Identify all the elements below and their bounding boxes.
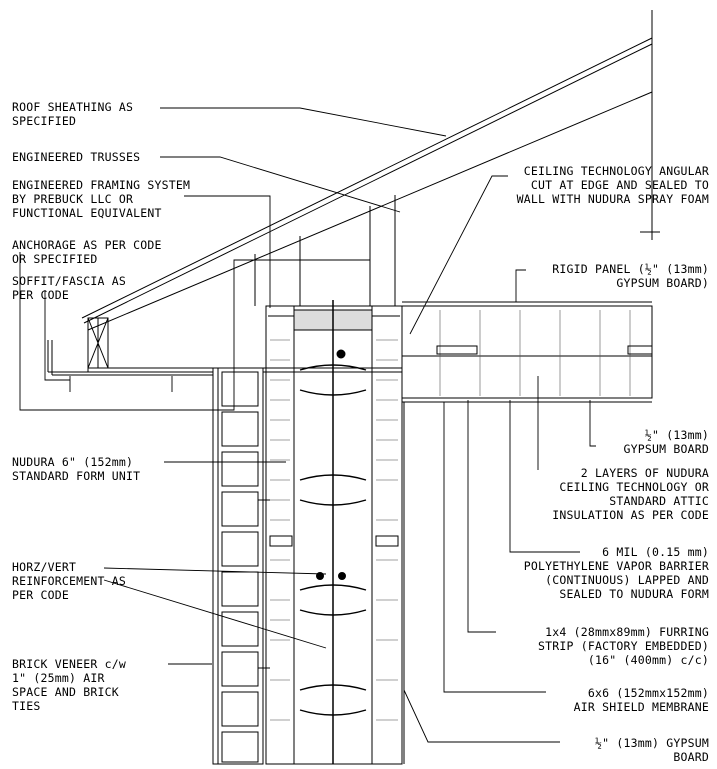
leader-lines bbox=[19, 107, 660, 743]
label-soffit: SOFFIT/FASCIA AS PER CODE bbox=[12, 274, 126, 302]
roof-sheathing bbox=[81, 10, 653, 324]
brick-veneer bbox=[212, 367, 264, 765]
label-vapor-barrier: 6 MIL (0.15 mm) POLYETHYLENE VAPOR BARRI… bbox=[523, 545, 709, 601]
soffit bbox=[47, 340, 216, 376]
label-brick-veneer: BRICK VENEER c/w 1" (25mm) AIR SPACE AND… bbox=[12, 657, 126, 713]
label-air-shield: 6x6 (152mmx152mm) AIR SHIELD MEMBRANE bbox=[573, 686, 709, 714]
icf-wall bbox=[258, 300, 403, 765]
label-gypsum-bottom: ½" (13mm) GYPSUM BOARD bbox=[595, 736, 709, 764]
label-reinforcement: HORZ/VERT REINFORCEMENT AS PER CODE bbox=[12, 560, 126, 602]
label-nudura-form: NUDURA 6" (152mm) STANDARD FORM UNIT bbox=[12, 455, 141, 483]
truss bbox=[87, 91, 653, 373]
label-furring-strip: 1x4 (28mmx89mm) FURRING STRIP (FACTORY E… bbox=[538, 625, 709, 667]
label-engineered-trusses: ENGINEERED TRUSSES bbox=[12, 150, 141, 164]
label-ceiling-technology: CEILING TECHNOLOGY ANGULAR CUT AT EDGE A… bbox=[516, 164, 709, 206]
label-ceiling-layers: 2 LAYERS OF NUDURA CEILING TECHNOLOGY OR… bbox=[552, 466, 709, 522]
label-anchorage: ANCHORAGE AS PER CODE OR SPECIFIED bbox=[12, 238, 162, 266]
label-rigid-panel: RIGID PANEL (½" (13mm) GYPSUM BOARD) bbox=[552, 262, 709, 290]
label-gypsum-board: ½" (13mm) GYPSUM BOARD bbox=[623, 428, 709, 456]
label-framing-system: ENGINEERED FRAMING SYSTEM BY PREBUCK LLC… bbox=[12, 178, 191, 220]
label-roof-sheathing: ROOF SHEATHING AS SPECIFIED bbox=[12, 100, 134, 128]
